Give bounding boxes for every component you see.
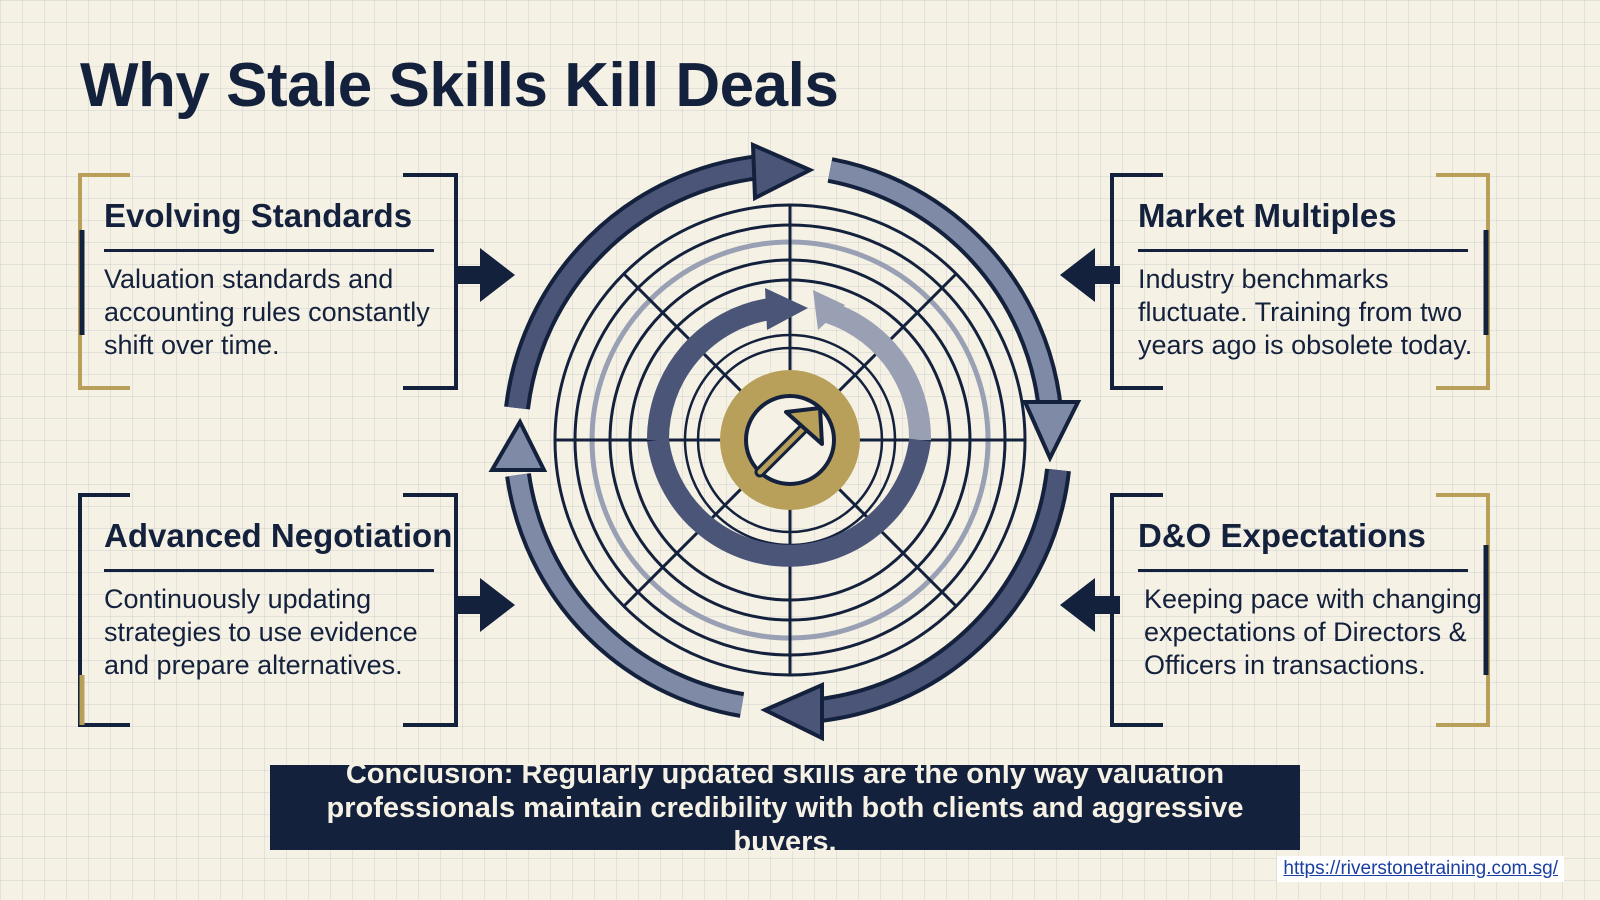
card-divider — [1138, 569, 1468, 572]
conclusion-text: Conclusion: Regularly updated skills are… — [326, 757, 1244, 858]
card-market-multiples: Market Multiples Industry benchmarks flu… — [1108, 173, 1498, 390]
card-divider — [1138, 249, 1468, 252]
page-title: Why Stale Skills Kill Deals — [80, 51, 839, 120]
card-advanced-negotiation: Advanced Negotiation Continuously updati… — [78, 493, 468, 730]
card-divider — [104, 569, 434, 572]
card-description: Industry benchmarks fluctuate. Training … — [1138, 264, 1473, 360]
arrow-right-icon — [455, 248, 515, 302]
arrow-left-icon — [1060, 248, 1120, 302]
footer-link[interactable]: https://riverstonetraining.com.sg/ — [1277, 856, 1564, 882]
card-title: Market Multiples — [1138, 197, 1397, 234]
card-description: Keeping pace with changing expectations … — [1144, 584, 1482, 680]
arrow-right-icon — [455, 578, 515, 632]
card-description: Valuation standards and accounting rules… — [104, 264, 430, 360]
card-title: Evolving Standards — [104, 197, 413, 234]
cycle-diagram — [488, 141, 1082, 742]
card-title: D&O Expectations — [1138, 517, 1426, 554]
card-divider — [104, 249, 434, 252]
card-do-expectations: D&O Expectations Keeping pace with chang… — [1108, 493, 1498, 730]
conclusion-banner: Conclusion: Regularly updated skills are… — [270, 758, 1300, 858]
card-evolving-standards: Evolving Standards Valuation standards a… — [78, 173, 468, 390]
card-description: Continuously updating strategies to use … — [104, 584, 418, 680]
upward-arrow-icon — [720, 370, 860, 510]
inner-cycle-arrows — [646, 288, 932, 567]
outer-cycle-arrows — [488, 141, 1082, 742]
card-title: Advanced Negotiation — [104, 517, 453, 554]
arrow-left-icon — [1060, 578, 1120, 632]
